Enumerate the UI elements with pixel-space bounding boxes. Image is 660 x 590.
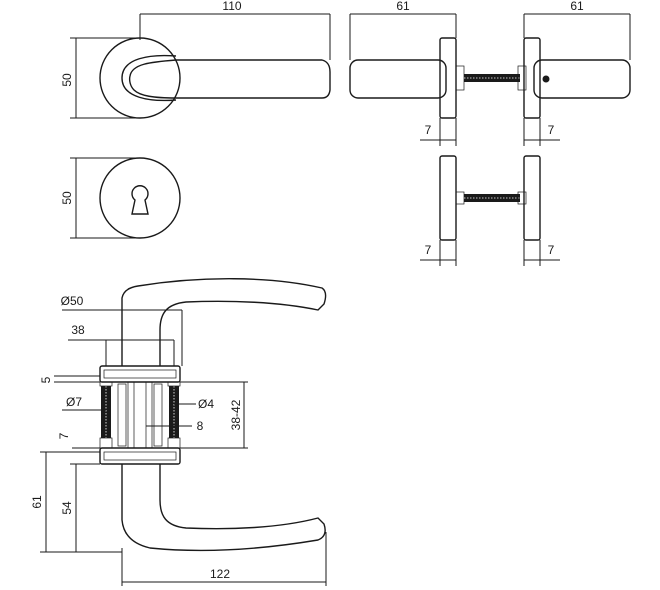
spindle-thread — [464, 74, 520, 82]
dim-plate-thickness: 5 — [39, 376, 53, 383]
dim-escutcheon-height: 50 — [60, 191, 74, 205]
spindle-thread-2 — [464, 194, 520, 202]
dim-screw-diameter: Ø4 — [198, 397, 214, 411]
dim-spindle-square: 8 — [197, 419, 204, 433]
screw-hole-icon — [542, 75, 550, 83]
dim-rose-diameter: Ø50 — [61, 294, 84, 308]
escutcheon-view: 50 — [60, 157, 181, 239]
dim-total-height: 61 — [30, 495, 44, 509]
side-view-levers: 61 61 7 7 — [349, 0, 631, 146]
dim-door-range: 38-42 — [229, 399, 243, 430]
dim-inner-width: 38 — [71, 323, 85, 337]
dim-rose-thick-right: 7 — [548, 123, 555, 137]
dim-lever-height: 54 — [60, 501, 74, 515]
dim-rose-height: 50 — [60, 73, 74, 87]
dim-lever-length: 110 — [222, 0, 241, 13]
dim-side-width-left: 61 — [396, 0, 410, 13]
dim-side-width-right: 61 — [570, 0, 584, 13]
dim-plate-gap: 7 — [57, 432, 71, 439]
lever-front-view: 110 50 — [60, 0, 331, 119]
screw-right — [167, 381, 181, 449]
dim-rose-thick-left: 7 — [425, 123, 432, 137]
dim-rose-thick-left-2: 7 — [425, 243, 432, 257]
screw-left — [99, 381, 113, 449]
dim-spindle-diameter: Ø7 — [66, 395, 82, 409]
dim-rose-thick-right-2: 7 — [548, 243, 555, 257]
side-view-roses: 7 7 — [420, 155, 560, 266]
assembly-section-view: Ø50 38 5 Ø7 Ø4 8 38-42 7 61 5 — [30, 278, 327, 586]
dim-lever-projection: 122 — [210, 567, 230, 581]
